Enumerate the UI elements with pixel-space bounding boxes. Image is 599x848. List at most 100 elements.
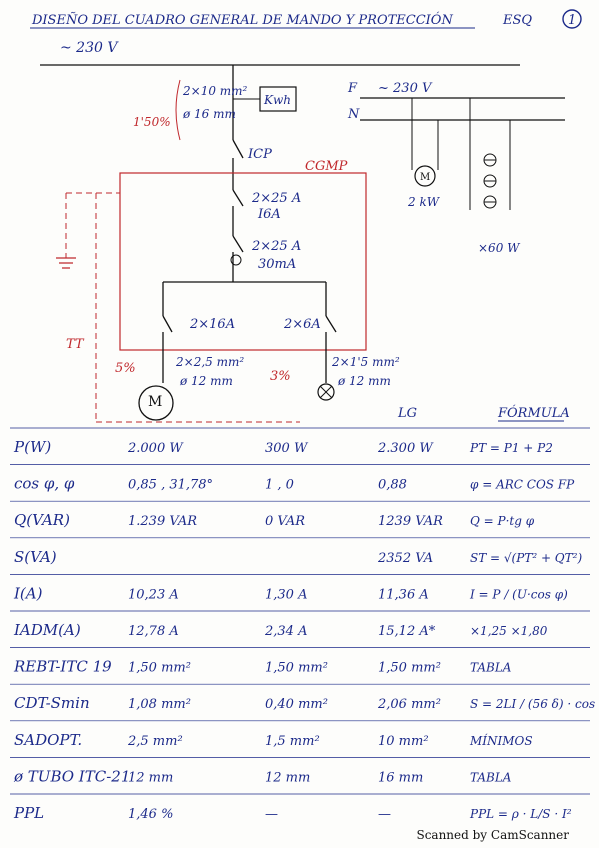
cell-formula: TABLA bbox=[470, 770, 512, 784]
icp-label: ICP bbox=[247, 147, 272, 162]
table-grid bbox=[10, 427, 590, 795]
tt-label: TT bbox=[66, 337, 85, 352]
cable-main: 2×10 mm² bbox=[182, 84, 248, 98]
cell-light: 1,5 mm² bbox=[265, 734, 320, 749]
motor-breaker-icon bbox=[162, 315, 173, 333]
cdt-main-brace bbox=[175, 79, 181, 141]
page-number: 1 bbox=[568, 13, 576, 28]
right-motor-symbol: M bbox=[420, 172, 430, 183]
earth-icon bbox=[56, 257, 76, 269]
cell-motor: 1,50 mm² bbox=[128, 661, 191, 676]
page-number-circle bbox=[562, 9, 582, 29]
cell-motor: 2,5 mm² bbox=[127, 734, 183, 749]
cgmp-enclosure bbox=[119, 172, 367, 351]
cell-label: CDT-Smin bbox=[14, 694, 90, 712]
cell-formula: TABLA bbox=[470, 661, 512, 675]
cell-formula: PPL = ρ · L/S · I² bbox=[469, 807, 572, 821]
diff-rating: 2×25 A bbox=[251, 239, 301, 254]
cell-formula: MÍNIMOS bbox=[469, 733, 533, 748]
table-row: P(W) 2.000 W 300 W 2.300 W PT = P1 + P2 bbox=[13, 438, 553, 456]
table-row: PPL 1,46 % — — PPL = ρ · L/S · I² bbox=[13, 804, 572, 822]
cell-lg: 11,36 A bbox=[378, 587, 429, 602]
cell-lg: 2352 VA bbox=[377, 551, 433, 566]
diff-sensitivity: 30mA bbox=[258, 257, 296, 272]
cell-lg: 2.300 W bbox=[377, 441, 434, 456]
motor-breaker-rating: 2×16A bbox=[189, 317, 235, 332]
cell-formula: PT = P1 + P2 bbox=[469, 441, 553, 455]
table-row: S(VA) 2352 VA ST = √(PT² + QT²) bbox=[14, 548, 582, 566]
cell-motor: 12 mm bbox=[128, 770, 173, 785]
main-breaker-icc: I6A bbox=[257, 207, 281, 222]
right-phase: F bbox=[347, 81, 358, 96]
cell-label: SADOPT. bbox=[14, 731, 82, 749]
cell-label: I(A) bbox=[13, 584, 43, 602]
cell-light: 300 W bbox=[265, 441, 309, 456]
table-row: Q(VAR) 1.239 VAR 0 VAR 1239 VAR Q = P·tg φ bbox=[14, 511, 535, 529]
cell-motor: 12,78 A bbox=[128, 624, 179, 639]
cell-light: 1 , 0 bbox=[265, 478, 294, 493]
table-row: cos φ, φ 0,85 , 31,78° 1 , 0 0,88 φ = ARC CO… bbox=[14, 475, 575, 493]
cell-formula: I = P / (U·cos φ) bbox=[469, 587, 568, 601]
cell-formula: S = 2LI / (56 δ) · cos φ bbox=[470, 697, 599, 711]
cdt-main: 1'50% bbox=[133, 115, 171, 129]
data-table: P(W) 2.000 W 300 W 2.300 W PT = P1 + P2 cos φ… bbox=[13, 438, 599, 822]
cell-label: P(W) bbox=[13, 438, 51, 456]
cell-label: PPL bbox=[13, 804, 44, 822]
supply-voltage: ~ 230 V bbox=[60, 40, 119, 56]
light-breaker-rating: 2×6A bbox=[283, 317, 321, 332]
cell-formula: Q = P·tg φ bbox=[470, 514, 535, 528]
cell-lg: 2,06 mm² bbox=[377, 697, 441, 712]
right-lamps-power: ×60 W bbox=[478, 241, 521, 255]
energy-meter-label: Kwh bbox=[263, 93, 291, 107]
cell-light: — bbox=[265, 807, 278, 822]
cell-lg: 15,12 A* bbox=[378, 624, 436, 639]
cell-motor: 1,08 mm² bbox=[128, 697, 191, 712]
cell-label: cos φ, φ bbox=[14, 475, 75, 493]
light-breaker-icon bbox=[325, 315, 337, 333]
cell-formula: ST = √(PT² + QT²) bbox=[470, 551, 582, 565]
page-title: DISEÑO DEL CUADRO GENERAL DE MANDO Y PRO… bbox=[31, 11, 453, 28]
cell-motor: 2.000 W bbox=[127, 441, 184, 456]
right-motor-icon bbox=[414, 165, 436, 187]
cell-label: Q(VAR) bbox=[14, 511, 70, 529]
tube-motor: ø 12 mm bbox=[179, 374, 233, 388]
motor-icon bbox=[138, 385, 174, 421]
cell-lg: 16 mm bbox=[378, 770, 423, 785]
cell-motor: 1.239 VAR bbox=[128, 514, 197, 529]
main-breaker-icon bbox=[232, 189, 244, 207]
cell-lg: — bbox=[378, 807, 391, 822]
tube-light: ø 12 mm bbox=[337, 374, 391, 388]
col-lg-header: LG bbox=[397, 406, 417, 421]
cell-motor: 1,46 % bbox=[128, 807, 173, 822]
cell-label: IADM(A) bbox=[13, 621, 81, 639]
cgmp-label: CGMP bbox=[305, 159, 348, 174]
cell-formula: φ = ARC COS FP bbox=[470, 478, 575, 492]
cell-light: 12 mm bbox=[265, 770, 310, 785]
cell-formula: ×1,25 ×1,80 bbox=[470, 624, 548, 638]
cdt-motor: 5% bbox=[115, 361, 136, 376]
cell-light: 0 VAR bbox=[265, 514, 305, 529]
cable-motor: 2×2,5 mm² bbox=[175, 355, 244, 369]
cell-label: ø TUBO ITC-21 bbox=[13, 767, 130, 785]
cdt-light: 3% bbox=[270, 369, 291, 384]
differential-switch-icon bbox=[232, 235, 244, 253]
cell-motor: 10,23 A bbox=[128, 587, 179, 602]
cable-light: 2×1'5 mm² bbox=[331, 355, 400, 369]
col-formula-header: FÓRMULA bbox=[497, 404, 570, 421]
icp-switch-icon bbox=[232, 139, 244, 159]
cell-motor: 0,85 , 31,78° bbox=[128, 478, 213, 493]
cell-lg: 1239 VAR bbox=[378, 514, 443, 529]
differential-coil-icon bbox=[230, 254, 242, 266]
right-supply: ~ 230 V bbox=[378, 81, 433, 96]
cell-label: REBT-ITC 19 bbox=[13, 658, 112, 676]
cell-label: S(VA) bbox=[14, 548, 57, 566]
cell-lg: 0,88 bbox=[378, 478, 407, 493]
